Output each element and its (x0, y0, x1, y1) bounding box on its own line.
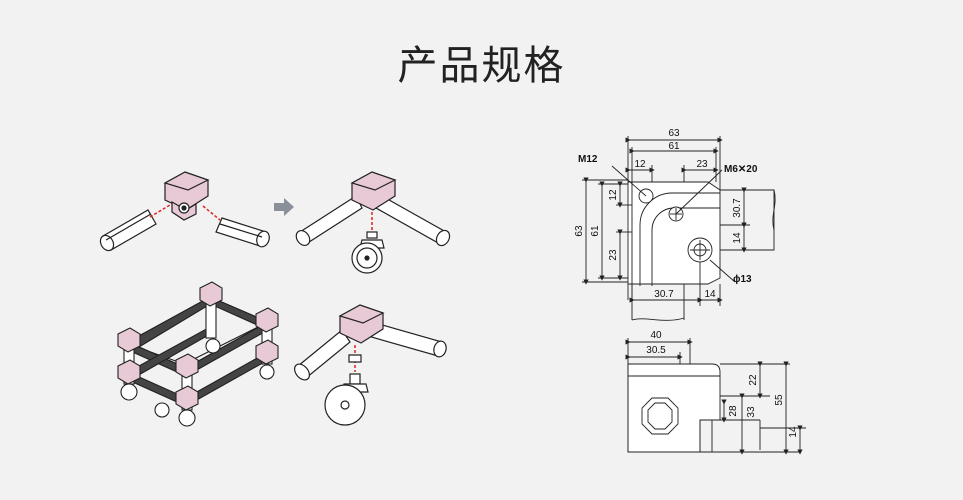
exploded-bracket-illustration (99, 171, 270, 252)
dim-14-height: 14 (788, 426, 799, 438)
dim-23-height: 23 (608, 249, 619, 261)
side-view-dimension-labels: 40 30.5 22 28 33 55 14 (646, 330, 799, 438)
dim-14-right: 14 (732, 232, 743, 244)
assembly-arrow (274, 198, 294, 216)
top-view-dimension-labels: 63 61 12 23 M12 M6✕20 12 63 61 23 30.7 1… (574, 128, 758, 300)
dim-28-height: 28 (728, 405, 739, 417)
assembled-bracket-caster-illustration (295, 171, 451, 274)
bracket-pipe-caster-illustration (294, 304, 447, 426)
dim-30-7-right: 30.7 (732, 198, 743, 218)
caster-wheel (351, 231, 385, 274)
dim-30-7-bottom: 30.7 (654, 289, 674, 300)
side-view-drawing (625, 338, 806, 455)
pipe-left (99, 209, 157, 252)
top-view-drawing (582, 136, 776, 321)
dim-23-width: 23 (696, 159, 708, 170)
dim-12-height: 12 (608, 189, 619, 201)
label-phi13: ϕ13 (733, 274, 752, 285)
label-m6x20: M6✕20 (724, 164, 758, 175)
dim-12-width: 12 (634, 159, 646, 170)
caster-wheel-exploded (324, 373, 369, 426)
pipe-right (215, 217, 270, 248)
dim-22-height: 22 (748, 374, 759, 386)
dim-61-width: 61 (668, 141, 680, 152)
dim-40-width: 40 (650, 330, 662, 341)
label-m12: M12 (578, 154, 598, 165)
dim-63-width: 63 (668, 128, 680, 139)
page-title: 产品规格 (397, 43, 566, 89)
cart-frame-illustration (117, 281, 279, 427)
dim-63-height: 63 (574, 225, 585, 237)
dim-55-height: 55 (774, 394, 785, 406)
dim-14-bottom: 14 (704, 289, 716, 300)
dim-33-height: 33 (746, 406, 757, 418)
corner-bracket (163, 171, 210, 221)
dim-61-height: 61 (590, 225, 601, 237)
dim-30-5-width: 30.5 (646, 345, 666, 356)
